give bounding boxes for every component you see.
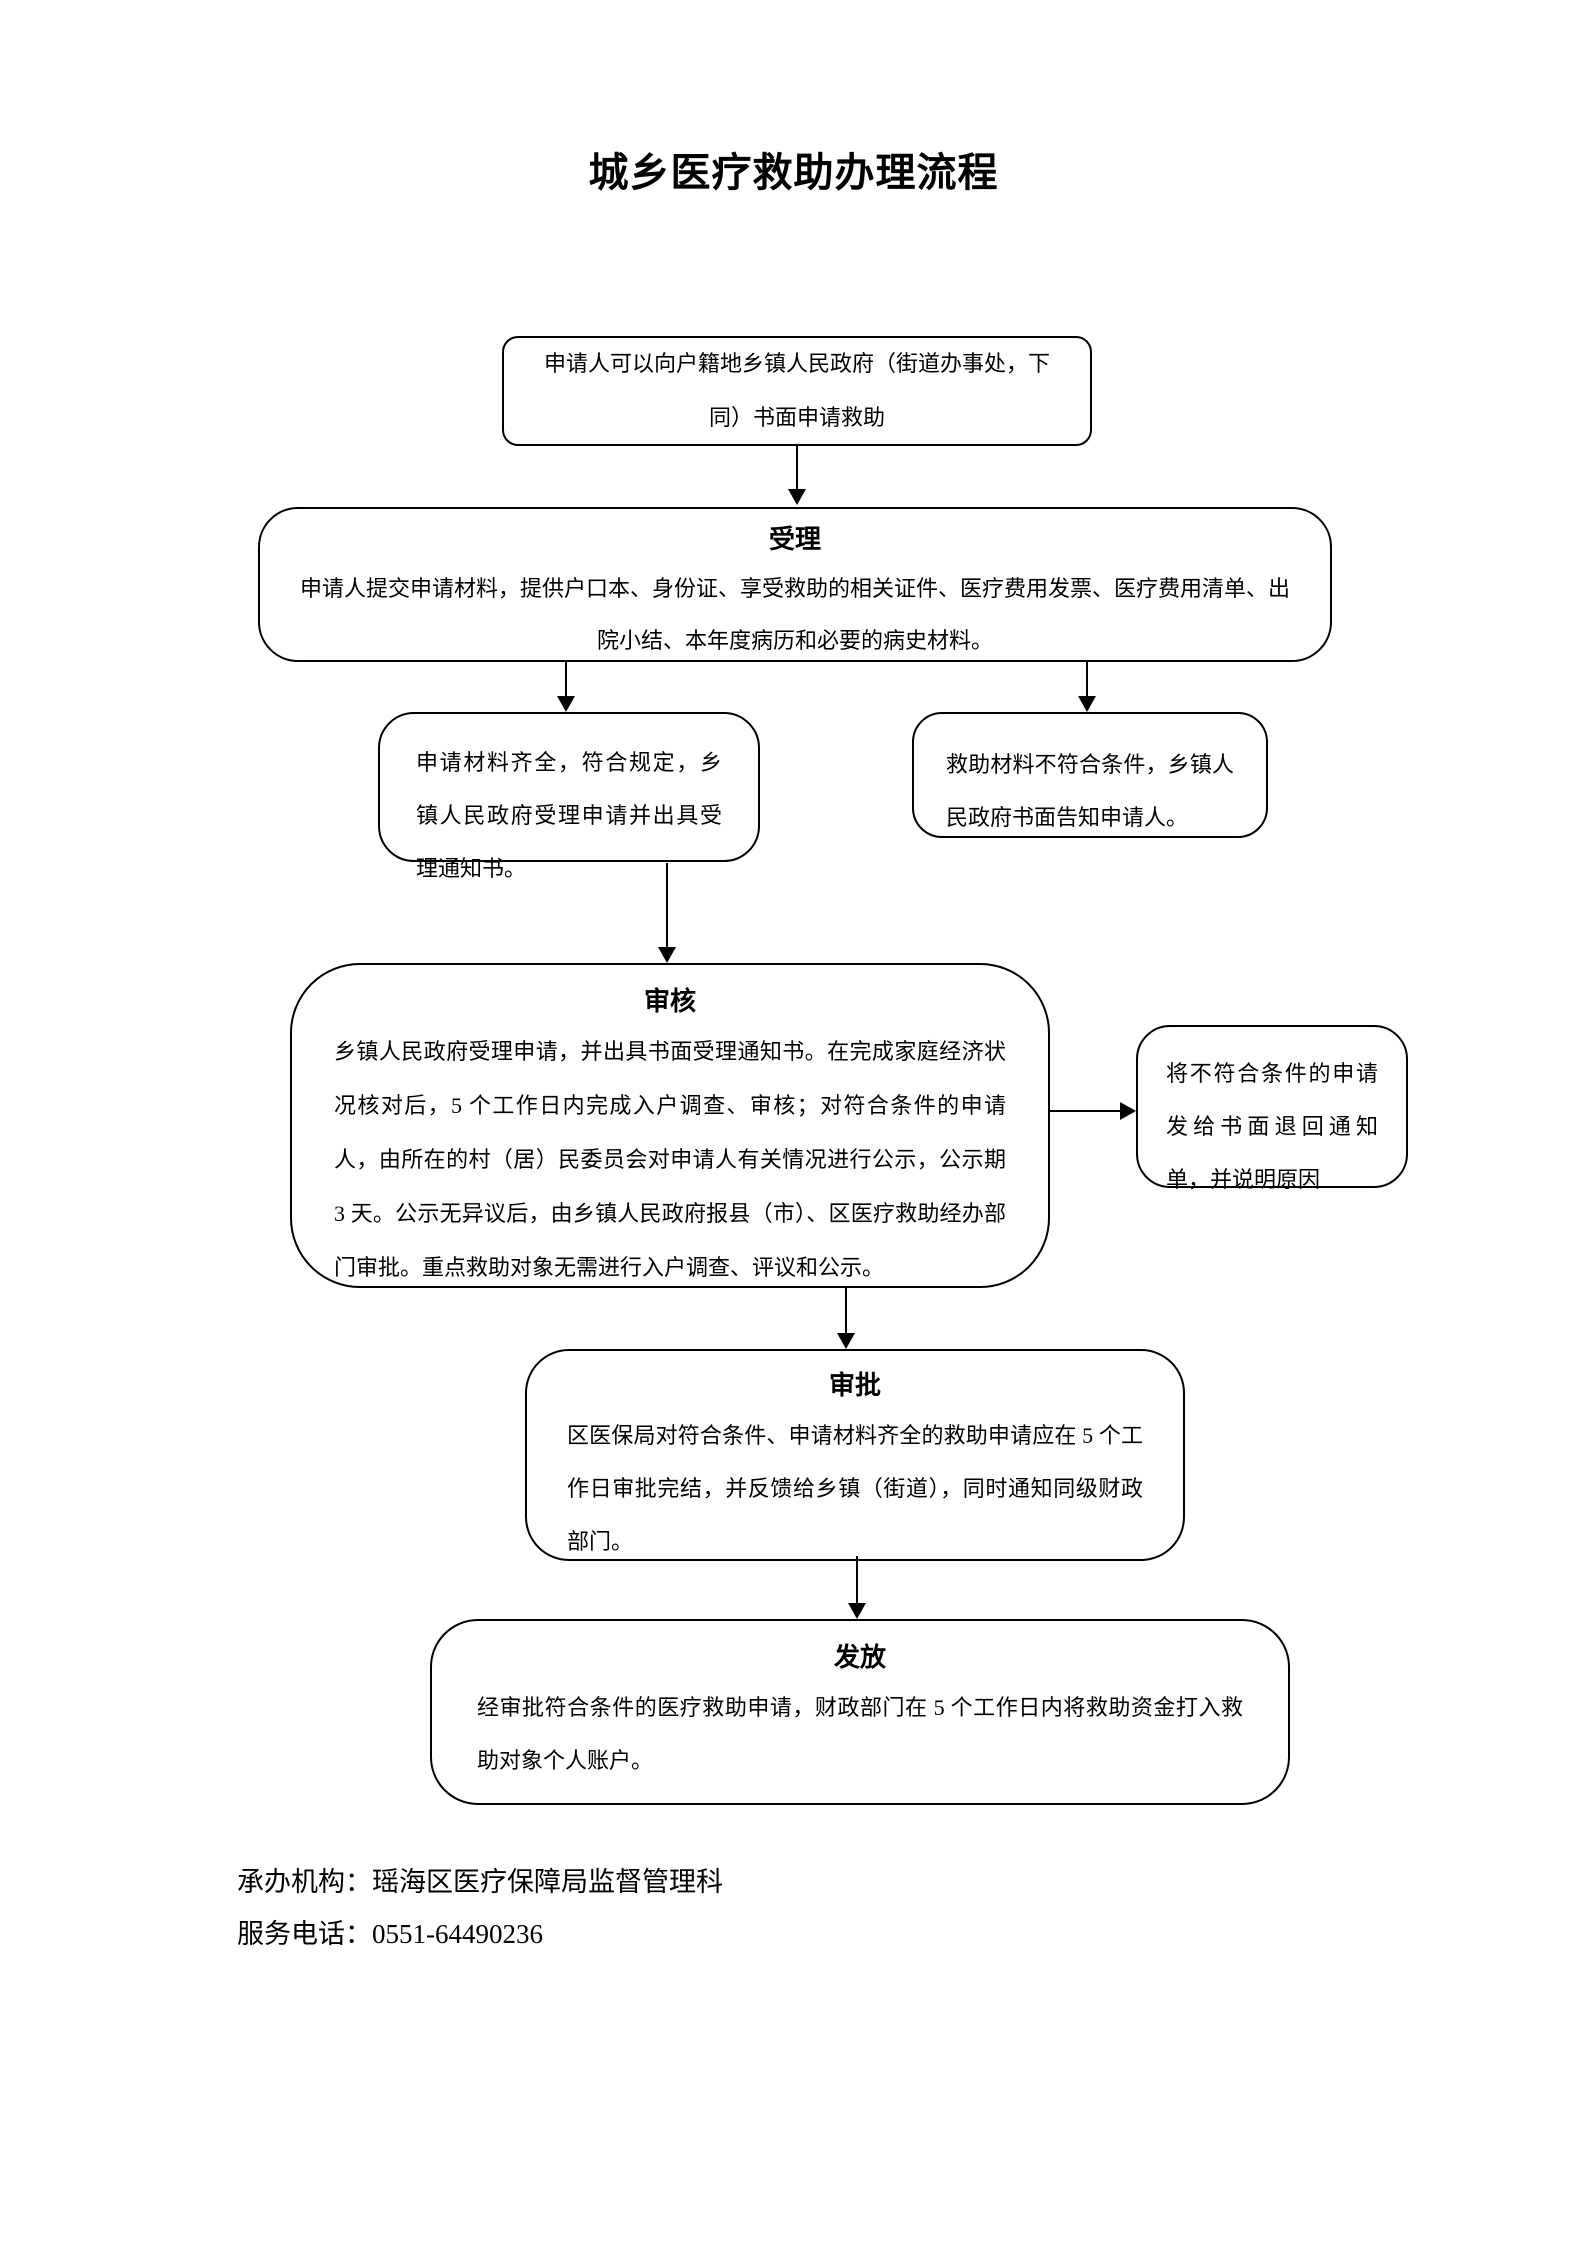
connector-start-to-accept <box>796 445 798 489</box>
flow-node-disburse: 发放 经审批符合条件的医疗救助申请，财政部门在 5 个工作日内将救助资金打入救助… <box>430 1619 1290 1805</box>
flow-node-disburse-title: 发放 <box>833 1643 886 1672</box>
flow-node-review-title: 审核 <box>643 987 696 1016</box>
footer-agency: 承办机构：瑶海区医疗保障局监督管理科 <box>237 1867 723 1897</box>
flow-node-accept-title: 受理 <box>768 525 821 554</box>
flow-node-unqualified: 救助材料不符合条件，乡镇人民政府书面告知申请人。 <box>912 712 1268 838</box>
flow-node-disburse-text: 经审批符合条件的医疗救助申请，财政部门在 5 个工作日内将救助资金打入救助对象个… <box>477 1695 1243 1773</box>
flow-node-approve-text: 区医保局对符合条件、申请材料齐全的救助申请应在 5 个工作日审批完结，并反馈给乡… <box>567 1423 1143 1554</box>
flow-node-review: 审核 乡镇人民政府受理申请，并出具书面受理通知书。在完成家庭经济状况核对后，5 … <box>290 963 1050 1288</box>
page-title: 城乡医疗救助办理流程 <box>588 150 999 195</box>
connector-review-to-approve <box>845 1288 847 1333</box>
flow-node-qualified-text: 申请材料齐全，符合规定，乡镇人民政府受理申请并出具受理通知书。 <box>416 750 722 881</box>
connector-accept-to-qualified <box>565 662 567 696</box>
flow-node-start: 申请人可以向户籍地乡镇人民政府（街道办事处，下同）书面申请救助 <box>502 336 1092 446</box>
footer-phone: 服务电话：0551-64490236 <box>237 1919 543 1949</box>
connector-review-to-reject-notice <box>1050 1110 1120 1112</box>
connector-qualified-to-review <box>666 863 668 947</box>
flow-node-approve-title: 审批 <box>828 1371 881 1400</box>
flow-node-accept: 受理 申请人提交申请材料，提供户口本、身份证、享受救助的相关证件、医疗费用发票、… <box>258 507 1332 662</box>
footer: 承办机构：瑶海区医疗保障局监督管理科 服务电话：0551-64490236 <box>237 1856 723 1960</box>
flow-node-reject-notice: 将不符合条件的申请发给书面退回通知单，并说明原因 <box>1136 1025 1408 1192</box>
flow-node-accept-text: 申请人提交申请材料，提供户口本、身份证、享受救助的相关证件、医疗费用发票、医疗费… <box>300 576 1291 653</box>
flow-node-start-text: 申请人可以向户籍地乡镇人民政府（街道办事处，下同）书面申请救助 <box>544 351 1051 430</box>
flow-node-qualified: 申请材料齐全，符合规定，乡镇人民政府受理申请并出具受理通知书。 <box>378 712 760 881</box>
flow-node-unqualified-text: 救助材料不符合条件，乡镇人民政府书面告知申请人。 <box>946 752 1234 830</box>
connector-accept-to-unqualified <box>1086 662 1088 696</box>
flow-node-review-text: 乡镇人民政府受理申请，并出具书面受理通知书。在完成家庭经济状况核对后，5 个工作… <box>334 1039 1006 1280</box>
connector-approve-to-disburse <box>856 1556 858 1603</box>
flow-node-reject-notice-text: 将不符合条件的申请发给书面退回通知单，并说明原因 <box>1166 1061 1378 1192</box>
flow-node-approve: 审批 区医保局对符合条件、申请材料齐全的救助申请应在 5 个工作日审批完结，并反… <box>525 1349 1185 1561</box>
